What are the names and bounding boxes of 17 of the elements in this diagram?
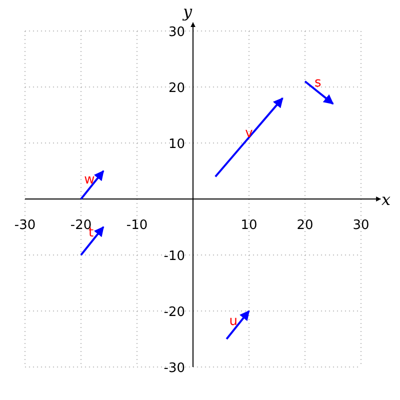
tick-label: 20 xyxy=(296,218,314,233)
axis-label: x xyxy=(381,190,391,209)
vector-label: w xyxy=(84,172,95,188)
tick-label: 30 xyxy=(168,25,185,40)
tick-label: -20 xyxy=(164,305,185,320)
tick-label: -30 xyxy=(164,361,185,376)
tick-label: 30 xyxy=(352,218,370,233)
vector-label: u xyxy=(229,314,238,329)
tick-label: 10 xyxy=(168,137,185,152)
tick-label: -30 xyxy=(14,218,36,233)
tick-label: 20 xyxy=(168,81,185,96)
tick-label: -10 xyxy=(126,218,148,233)
tick-label: 10 xyxy=(240,218,258,233)
tick-label: -10 xyxy=(164,249,185,264)
vector-label: s xyxy=(314,75,322,90)
axis-label: y xyxy=(182,2,192,21)
vector-label: v xyxy=(245,126,253,141)
